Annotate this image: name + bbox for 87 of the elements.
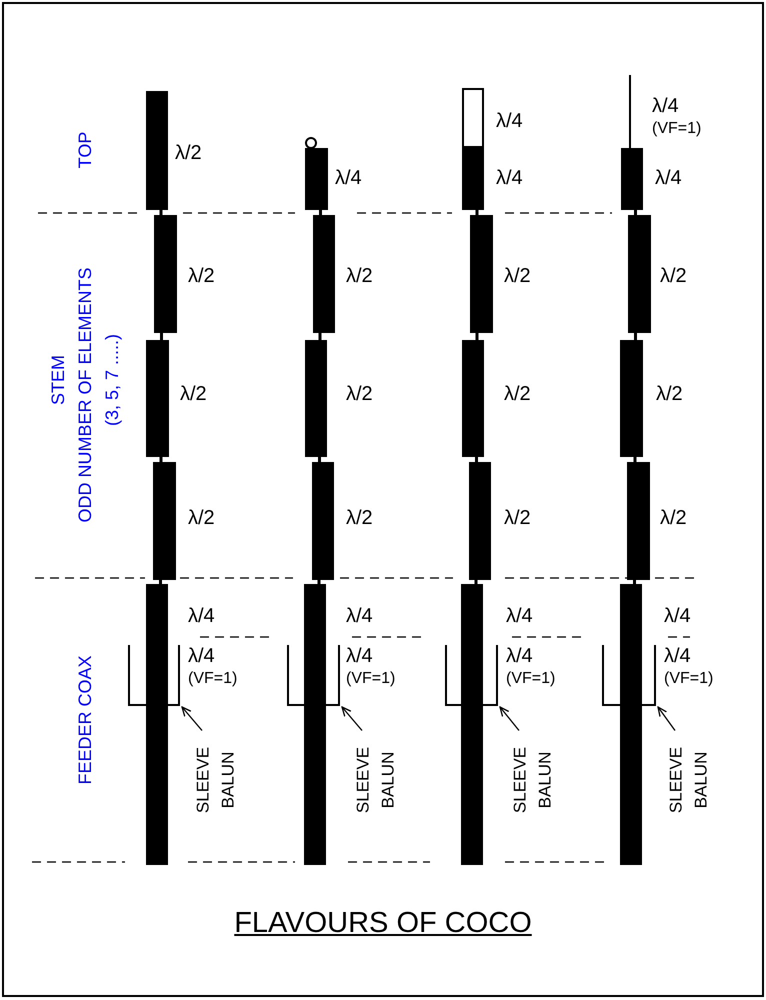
length-label: λ/4 bbox=[652, 94, 680, 119]
length-label: λ/2 bbox=[346, 382, 373, 407]
coax-section bbox=[154, 215, 177, 333]
sleeve-balun-cup bbox=[128, 645, 180, 706]
wire-joint bbox=[318, 333, 322, 340]
wire-joint bbox=[474, 580, 478, 584]
length-label: λ/4 bbox=[188, 604, 215, 629]
wire-joint bbox=[318, 580, 320, 584]
length-label: (VF=1) bbox=[346, 669, 396, 689]
coax-section bbox=[313, 215, 335, 333]
wire-joint bbox=[476, 333, 478, 340]
section-label: ODD NUMBER OF ELEMENTS bbox=[74, 266, 96, 525]
coax-section bbox=[146, 584, 168, 865]
sleeve-balun-cup bbox=[445, 645, 498, 706]
callout-text: SLEEVE BALUN bbox=[350, 732, 400, 828]
length-label: λ/4 bbox=[496, 166, 523, 191]
coax-section bbox=[312, 462, 334, 580]
length-label: λ/2 bbox=[175, 141, 202, 166]
wire-joint bbox=[160, 210, 162, 215]
wire-joint bbox=[634, 333, 637, 340]
coax-section bbox=[620, 340, 643, 457]
sleeve-balun-cup bbox=[287, 645, 340, 706]
length-label: λ/2 bbox=[346, 264, 373, 289]
length-label: λ/2 bbox=[180, 382, 207, 407]
coax-section bbox=[469, 462, 491, 580]
length-label: λ/2 bbox=[660, 264, 687, 289]
outlined-section bbox=[462, 88, 484, 148]
coax-section bbox=[304, 584, 326, 865]
length-label: λ/4 bbox=[496, 109, 523, 134]
coax-section bbox=[628, 215, 651, 333]
length-label: λ/2 bbox=[504, 264, 531, 289]
length-label: λ/4 bbox=[506, 644, 534, 669]
wire-joint bbox=[159, 580, 162, 584]
wire-joint bbox=[160, 457, 162, 462]
coax-section bbox=[146, 340, 169, 457]
length-label: λ/4 bbox=[188, 644, 216, 669]
wire-joint bbox=[319, 210, 322, 215]
section-label: STEM bbox=[47, 354, 69, 408]
length-label: λ/2 bbox=[504, 506, 531, 531]
wire-joint bbox=[476, 210, 478, 215]
leader-line bbox=[181, 706, 202, 731]
callout-text: SLEEVE BALUN bbox=[663, 732, 713, 828]
length-label: (VF=1) bbox=[652, 119, 702, 139]
section-label: (3, 5, 7 .....) bbox=[101, 332, 123, 428]
section-label: TOP bbox=[74, 130, 96, 170]
length-label: λ/4 bbox=[346, 644, 374, 669]
coax-section bbox=[462, 148, 484, 210]
length-label: λ/4 bbox=[655, 166, 682, 191]
length-label: λ/4 bbox=[664, 644, 692, 669]
diagram-title: FLAVOURS OF COCO bbox=[233, 906, 533, 941]
coax-section bbox=[146, 91, 168, 210]
leader-line bbox=[341, 706, 362, 731]
length-label: λ/4 bbox=[335, 166, 362, 191]
coax-section bbox=[621, 148, 643, 210]
coax-section bbox=[305, 148, 328, 210]
coax-section bbox=[153, 462, 176, 580]
leader-line bbox=[499, 706, 520, 731]
wire-joint bbox=[634, 210, 637, 215]
sleeve-balun-cup bbox=[602, 645, 656, 706]
length-label: λ/2 bbox=[660, 506, 687, 531]
wire-joint bbox=[475, 457, 478, 462]
length-label: λ/4 bbox=[346, 604, 373, 629]
section-label: FEEDER COAX bbox=[74, 654, 96, 787]
length-label: (VF=1) bbox=[188, 669, 238, 689]
coax-section bbox=[461, 584, 483, 865]
length-label: (VF=1) bbox=[664, 669, 714, 689]
length-label: λ/2 bbox=[188, 264, 215, 289]
coax-section bbox=[305, 340, 327, 457]
wire bbox=[629, 75, 631, 148]
wire-joint bbox=[318, 457, 321, 462]
coax-section bbox=[620, 584, 642, 865]
length-label: λ/2 bbox=[656, 382, 683, 407]
wire-joint bbox=[633, 580, 636, 584]
callout-text: SLEEVE BALUN bbox=[507, 732, 557, 828]
wire-joint bbox=[160, 333, 163, 340]
callout-text: SLEEVE BALUN bbox=[190, 732, 240, 828]
length-label: λ/4 bbox=[664, 604, 691, 629]
leader-line bbox=[657, 706, 676, 731]
coax-section bbox=[462, 340, 484, 457]
wire-joint bbox=[634, 457, 636, 462]
length-label: λ/2 bbox=[504, 382, 531, 407]
coax-section bbox=[627, 462, 650, 580]
length-label: λ/4 bbox=[506, 604, 533, 629]
length-label: λ/2 bbox=[188, 506, 215, 531]
coax-section bbox=[470, 215, 493, 333]
length-label: λ/2 bbox=[346, 506, 373, 531]
length-label: (VF=1) bbox=[506, 669, 556, 689]
